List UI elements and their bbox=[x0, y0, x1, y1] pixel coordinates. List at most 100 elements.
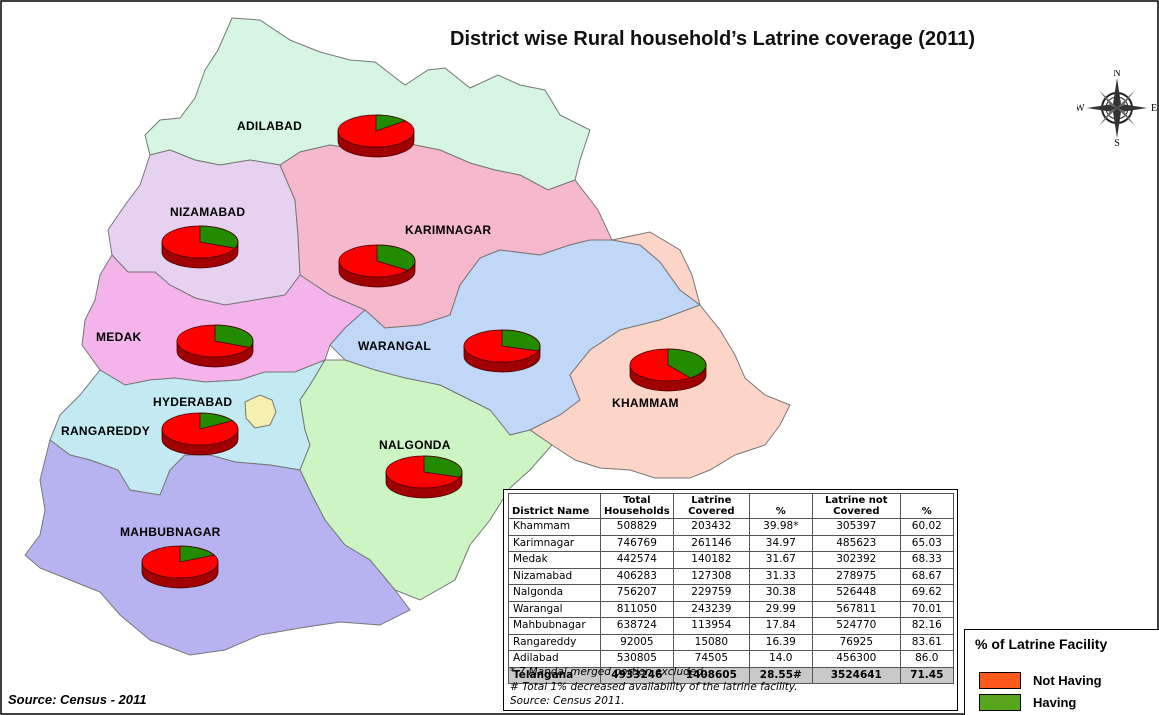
legend-title: % of Latrine Facility bbox=[975, 636, 1108, 652]
table-cell: Karimnagar bbox=[508, 534, 601, 552]
table-cell: Nizamabad bbox=[508, 567, 601, 585]
district-label-nalgonda: NALGONDA bbox=[379, 438, 451, 452]
table-cell: 31.67 bbox=[748, 551, 814, 569]
pie-slice-having bbox=[376, 244, 416, 271]
compass-n: N bbox=[1113, 70, 1120, 79]
legend-label: Having bbox=[1033, 695, 1077, 710]
table-cell: 1408605 bbox=[673, 666, 750, 684]
pie-slice-having bbox=[199, 225, 239, 249]
district-label-nizamabad: NIZAMABAD bbox=[170, 205, 246, 219]
pie-slice-having bbox=[179, 545, 216, 563]
note-line: Source: Census 2011. bbox=[510, 695, 625, 707]
col-covered: Latrine Covered bbox=[673, 493, 750, 519]
table-cell: 14.0 bbox=[748, 650, 814, 668]
pie-nizamabad bbox=[161, 225, 239, 269]
district-label-khammam: KHAMMAM bbox=[612, 396, 679, 410]
table-cell: 113954 bbox=[673, 617, 750, 635]
pie-slice-having bbox=[199, 412, 234, 430]
table-cell: 31.33 bbox=[748, 567, 814, 585]
table-cell: 82.16 bbox=[899, 617, 955, 635]
table-cell: 83.61 bbox=[899, 633, 955, 651]
table-cell: 16.39 bbox=[748, 633, 814, 651]
district-label-rangareddy: RANGAREDDY bbox=[61, 424, 151, 438]
note-line: # Total 1% decreased availability of the… bbox=[510, 680, 798, 693]
table-cell: Warangal bbox=[508, 600, 601, 618]
district-label-warangal: WARANGAL bbox=[358, 339, 432, 353]
table-cell: 278975 bbox=[812, 567, 901, 585]
pie-slice-having bbox=[375, 114, 407, 132]
region-mahbubnagar[interactable] bbox=[24, 439, 411, 656]
table-cell: 261146 bbox=[673, 534, 750, 552]
table-cell: 746769 bbox=[599, 534, 675, 552]
pie-slice-having bbox=[214, 324, 254, 348]
table-cell: Khammam bbox=[508, 518, 601, 536]
table-cell: 442574 bbox=[599, 551, 675, 569]
table-cell: Mahbubnagar bbox=[508, 617, 601, 635]
table-cell: 302392 bbox=[812, 551, 901, 569]
table-cell: Adilabad bbox=[508, 650, 601, 668]
table-cell: 68.33 bbox=[899, 551, 955, 569]
col-covered-pct: % bbox=[748, 493, 814, 519]
table-cell: 811050 bbox=[599, 600, 675, 618]
table-cell: 508829 bbox=[599, 518, 675, 536]
table-cell: 69.62 bbox=[899, 584, 955, 602]
compass-s: S bbox=[1114, 138, 1120, 146]
table-cell: 17.84 bbox=[748, 617, 814, 635]
table-cell: 456300 bbox=[812, 650, 901, 668]
table-notes: * 7 Mandal merged portion excluded. # To… bbox=[510, 665, 798, 709]
table-cell: 756207 bbox=[599, 584, 675, 602]
compass-e: E bbox=[1151, 103, 1157, 114]
district-label-medak: MEDAK bbox=[96, 330, 142, 344]
table-cell: 74505 bbox=[673, 650, 750, 668]
pie-rangareddy bbox=[161, 412, 239, 456]
table-cell: 127308 bbox=[673, 567, 750, 585]
table-cell: 29.99 bbox=[748, 600, 814, 618]
table-cell: 305397 bbox=[812, 518, 901, 536]
district-label-karimnagar: KARIMNAGAR bbox=[405, 223, 492, 237]
legend-swatch-not-having bbox=[979, 672, 1021, 689]
table-cell: Nalgonda bbox=[508, 584, 601, 602]
table-header-row: District Name Total Households Latrine C… bbox=[508, 493, 955, 519]
table-cell: 15080 bbox=[673, 633, 750, 651]
region-hyderabad[interactable] bbox=[244, 394, 277, 429]
table-cell: 39.98* bbox=[748, 518, 814, 536]
table-cell: 76925 bbox=[812, 633, 901, 651]
pie-slice-having bbox=[423, 455, 463, 478]
table-cell: 406283 bbox=[599, 567, 675, 585]
col-district: District Name bbox=[508, 493, 601, 519]
col-not-covered: Latrine not Covered bbox=[812, 493, 901, 519]
table-cell: 485623 bbox=[812, 534, 901, 552]
pie-slice-having bbox=[501, 329, 541, 352]
table-cell: 638724 bbox=[599, 617, 675, 635]
compass-rose-icon: N S W E bbox=[1077, 70, 1157, 146]
legend: % of Latrine Facility Not Having Having bbox=[964, 629, 1159, 715]
pie-mahbubnagar bbox=[141, 545, 219, 589]
district-label-hyderabad: HYDERABAD bbox=[153, 395, 233, 409]
table-cell: 140182 bbox=[673, 551, 750, 569]
data-table-panel: District Name Total Households Latrine C… bbox=[503, 489, 958, 711]
table-cell: Rangareddy bbox=[508, 633, 601, 651]
pie-nalgonda bbox=[385, 455, 463, 499]
legend-label: Not Having bbox=[1033, 673, 1102, 688]
table-cell: 567811 bbox=[812, 600, 901, 618]
table-cell: 60.02 bbox=[899, 518, 955, 536]
col-not-covered-pct: % bbox=[899, 493, 955, 519]
pie-medak bbox=[176, 324, 254, 368]
table-cell: 524770 bbox=[812, 617, 901, 635]
district-label-adilabad: ADILABAD bbox=[237, 119, 303, 133]
pie-karimnagar bbox=[338, 244, 416, 288]
table-cell: 3524641 bbox=[812, 666, 901, 684]
legend-swatch-having bbox=[979, 694, 1021, 711]
map-title: District wise Rural household’s Latrine … bbox=[450, 28, 975, 50]
table-cell: 34.97 bbox=[748, 534, 814, 552]
pie-adilabad bbox=[337, 114, 415, 158]
table-cell: 71.45 bbox=[899, 666, 955, 684]
